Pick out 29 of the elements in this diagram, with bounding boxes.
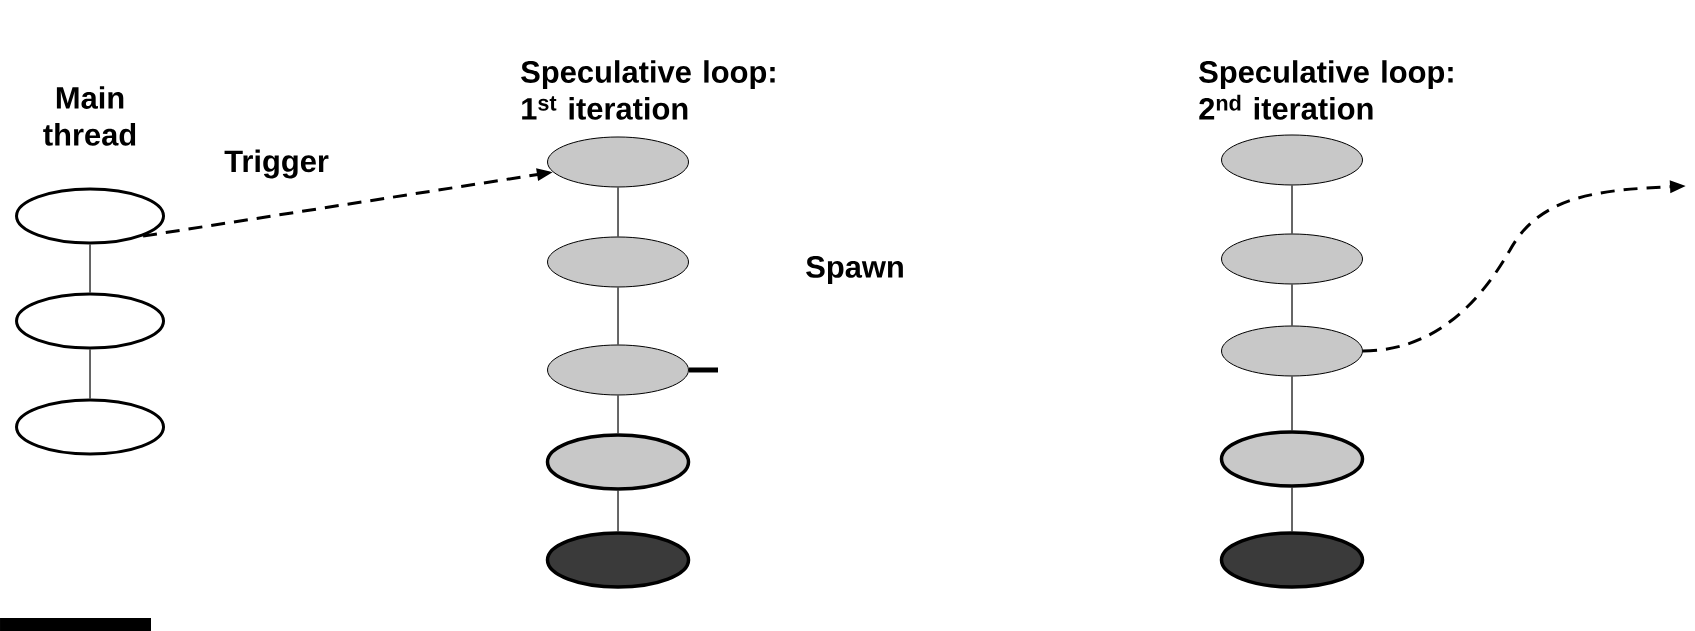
ellipse-node: [1221, 325, 1363, 377]
ellipse-node: [15, 187, 165, 245]
edge-label: Trigger: [222, 147, 331, 181]
ellipse-node: [1221, 233, 1363, 285]
ellipse-node: [547, 344, 689, 396]
connector-line: [1291, 184, 1293, 235]
connector-line: [1291, 487, 1293, 532]
ellipse-node: [547, 136, 689, 188]
connector-line: [89, 243, 91, 294]
edge-label: Spawn: [803, 254, 907, 286]
ellipse-node: [15, 292, 165, 350]
ellipse-node: [1219, 531, 1365, 589]
connector-line: [1291, 283, 1293, 327]
column-heading: Speculative loop: 2$^{nd}$ iteration: [1199, 60, 1453, 120]
ellipse-node: [1221, 134, 1363, 186]
connector-line: [89, 348, 91, 400]
connector-line: [689, 367, 718, 373]
connector-line: [617, 490, 619, 532]
ellipse-node: [547, 236, 689, 288]
connector-line: [617, 286, 619, 346]
ellipse-node: [545, 531, 691, 589]
connector-line: [617, 186, 619, 238]
ellipse-node: [545, 433, 691, 491]
ellipse-node: [1219, 430, 1365, 488]
column-heading: Main thread: [43, 86, 136, 146]
connector-line: [617, 394, 619, 434]
ellipse-node: [15, 398, 165, 456]
column-heading: Speculative loop: 1$^{st}$ iteration: [521, 60, 775, 120]
connector-line: [1291, 375, 1293, 431]
